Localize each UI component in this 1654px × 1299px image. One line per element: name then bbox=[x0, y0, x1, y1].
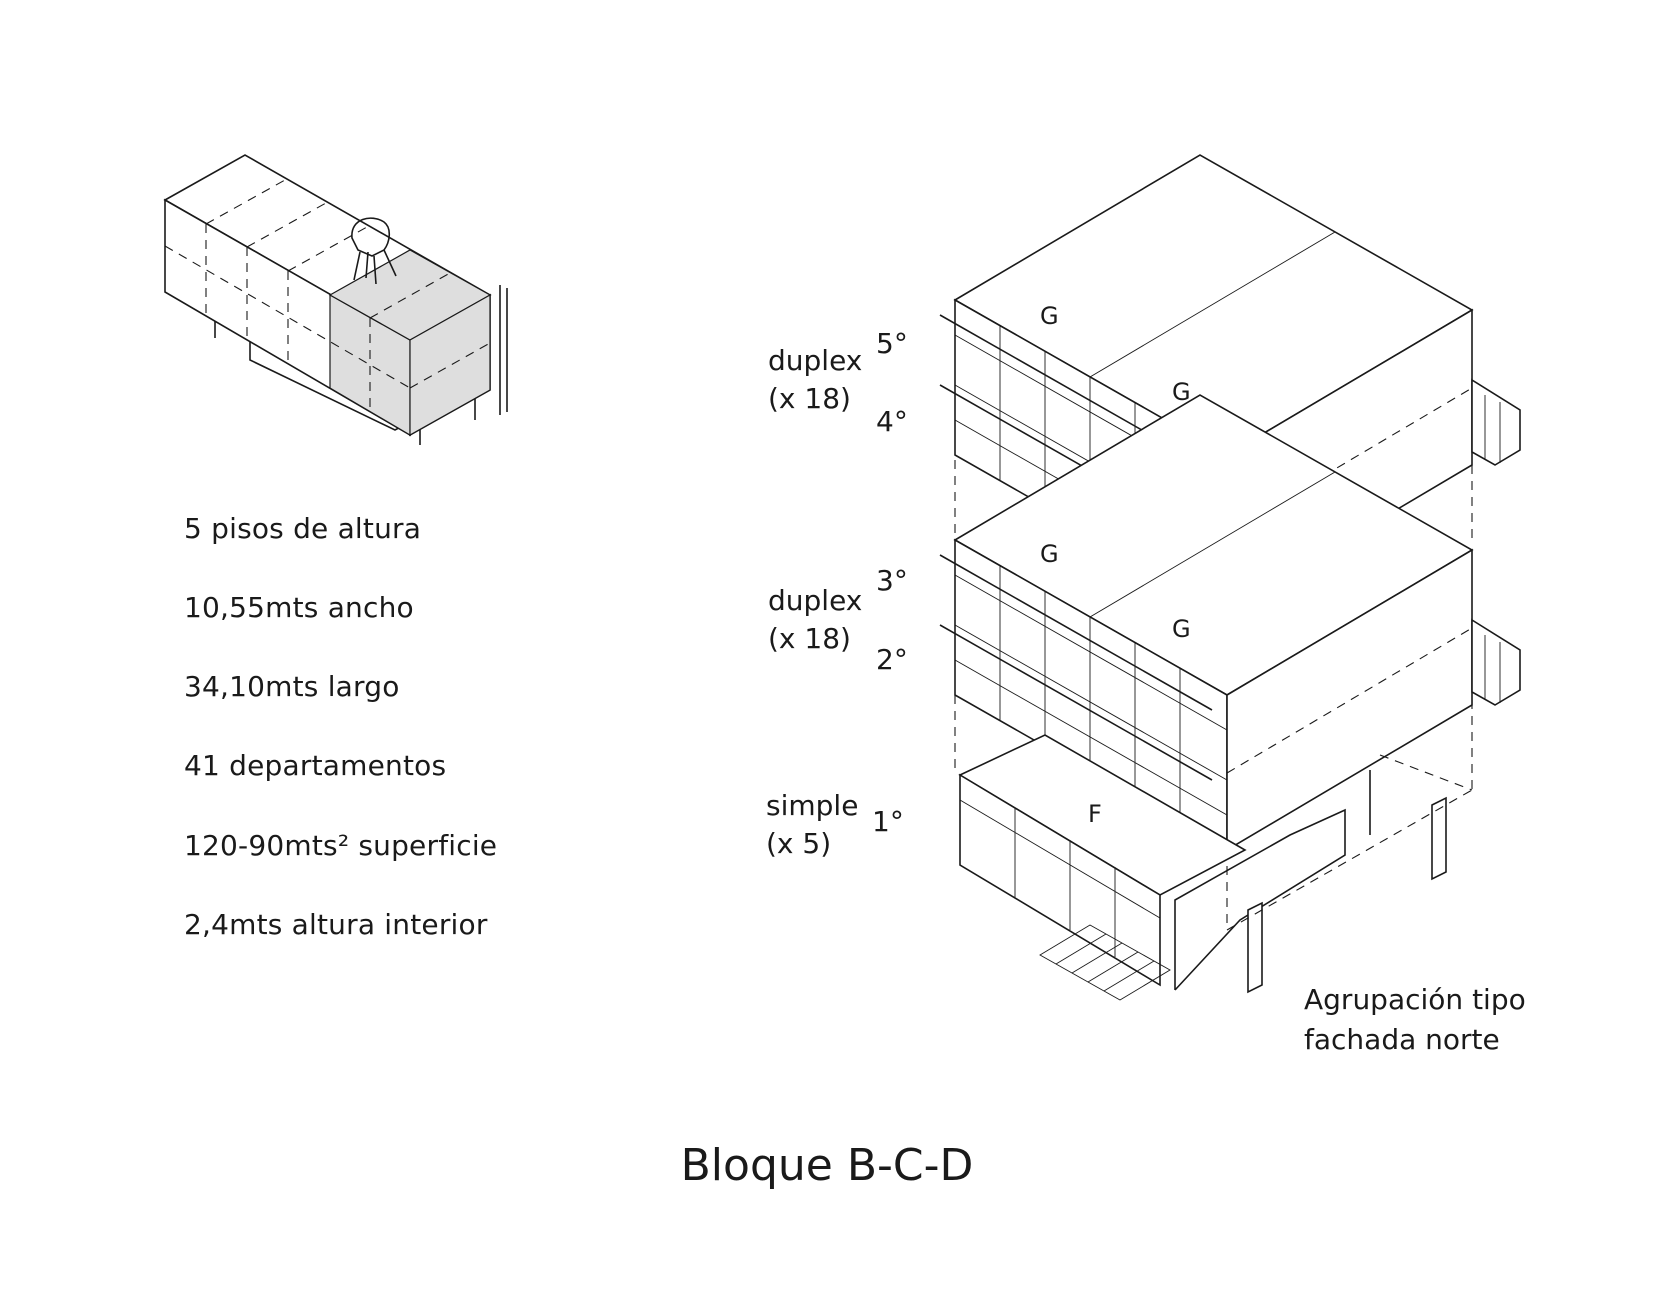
ground-front-face bbox=[959, 773, 1161, 987]
roof-joint bbox=[1089, 231, 1336, 378]
footprint-line bbox=[1379, 754, 1473, 791]
entrance-paving bbox=[1039, 924, 1171, 1001]
level-upper-count: (x 18) bbox=[768, 382, 851, 415]
exploded-axonometric bbox=[939, 154, 1521, 1001]
roof-joint bbox=[1089, 471, 1336, 618]
stat-width: 10,55mts ancho bbox=[184, 591, 414, 624]
unit-label-g: G bbox=[1172, 615, 1191, 643]
page-title: Bloque B-C-D bbox=[680, 1140, 974, 1191]
stair-box bbox=[1471, 378, 1521, 466]
stat-floors: 5 pisos de altura bbox=[184, 512, 422, 545]
balcony-slab bbox=[939, 554, 1213, 711]
paving-grid bbox=[1055, 933, 1107, 965]
level-middle-label: duplex (x 18) bbox=[768, 582, 862, 658]
column bbox=[1247, 901, 1263, 994]
unit-label-g: G bbox=[1040, 540, 1059, 568]
caption-line-2: fachada norte bbox=[1304, 1023, 1500, 1056]
floor-1-label: 1° bbox=[872, 805, 904, 838]
caption-line-1: Agrupación tipo bbox=[1304, 983, 1526, 1016]
level-middle-count: (x 18) bbox=[768, 622, 851, 655]
level-upper-label: duplex (x 18) bbox=[768, 342, 862, 418]
level-ground-count: (x 5) bbox=[766, 827, 832, 860]
balcony-slab bbox=[939, 624, 1213, 781]
key-highlight-side bbox=[409, 293, 491, 437]
block-ground bbox=[958, 734, 1473, 1001]
floor-3-label: 3° bbox=[876, 564, 908, 597]
drawing-caption: Agrupación tipo fachada norte bbox=[1304, 980, 1526, 1060]
stat-apartments: 41 departamentos bbox=[184, 749, 447, 782]
level-upper-type: duplex bbox=[768, 344, 863, 377]
paving-grid bbox=[1103, 960, 1155, 992]
level-middle-type: duplex bbox=[768, 584, 863, 617]
block-middle bbox=[939, 394, 1521, 852]
middle-side-face bbox=[1226, 548, 1473, 852]
key-isometric bbox=[163, 154, 508, 445]
stat-interior-height: 2,4mts altura interior bbox=[184, 908, 488, 941]
paving-grid bbox=[1087, 951, 1139, 983]
paving-grid bbox=[1071, 942, 1123, 974]
chair-icon bbox=[351, 217, 397, 285]
floor-2-label: 2° bbox=[876, 643, 908, 676]
stat-surface: 120-90mts² superficie bbox=[184, 829, 498, 862]
unit-label-g: G bbox=[1172, 378, 1191, 406]
stair-box bbox=[1471, 618, 1521, 706]
level-ground-type: simple bbox=[766, 789, 859, 822]
floor-4-label: 4° bbox=[876, 405, 908, 438]
stat-length: 34,10mts largo bbox=[184, 670, 400, 703]
level-ground-label: simple (x 5) bbox=[766, 787, 858, 863]
unit-label-g: G bbox=[1040, 302, 1059, 330]
facade-line bbox=[959, 799, 1161, 919]
floor-5-label: 5° bbox=[876, 327, 908, 360]
column bbox=[1431, 796, 1447, 881]
ramp-wall bbox=[1174, 808, 1346, 991]
unit-label-f: F bbox=[1088, 800, 1102, 828]
